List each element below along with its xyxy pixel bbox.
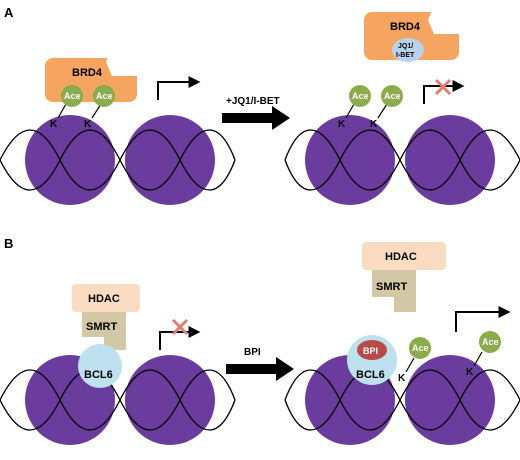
ace-label: Ace xyxy=(96,91,113,101)
lysine-label: K xyxy=(84,119,92,130)
treatment-label: BPI xyxy=(244,347,261,358)
blocked-cross-icon xyxy=(434,78,452,96)
ace-label: Ace xyxy=(64,91,81,101)
jq1-ibet-inhibitor xyxy=(392,38,424,62)
dna-strand xyxy=(0,369,236,431)
bcl6-label: BCL6 xyxy=(356,369,385,381)
ace-mark xyxy=(61,85,83,107)
nucleosome xyxy=(125,115,215,205)
lysine-label: K xyxy=(338,119,346,130)
nucleosome xyxy=(405,115,495,205)
smrt-block xyxy=(372,270,416,312)
bcl6-protein xyxy=(78,344,122,388)
nucleosome xyxy=(305,115,395,205)
transcription-arrow xyxy=(159,326,201,350)
lysine-link xyxy=(473,351,483,367)
blocked-cross-icon xyxy=(171,318,189,336)
ace-label: Ace xyxy=(352,91,369,101)
bpi-label: BPI xyxy=(363,346,378,356)
lysine-link xyxy=(91,103,102,119)
treatment-label: +JQ1/I-BET xyxy=(226,96,280,107)
panel-b-right: HDAC SMRT BPI BCL6 Ace Ace K K xyxy=(284,242,520,445)
hdac-box xyxy=(72,284,140,312)
lysine-link xyxy=(405,357,415,373)
panel-a-left: BRD4 P-TEFb Ace Ace K K xyxy=(0,48,236,205)
bcl6-label: BCL6 xyxy=(84,369,113,381)
lysine-link xyxy=(345,103,355,119)
brd4-label: BRD4 xyxy=(390,21,421,33)
smrt-label: SMRT xyxy=(376,281,407,293)
panel-b-left: HDAC SMRT BCL6 xyxy=(0,284,236,445)
ace-mark xyxy=(479,331,501,353)
panel-b-label: B xyxy=(4,236,13,251)
lysine-link xyxy=(377,103,388,119)
panel-a-label: A xyxy=(4,5,14,20)
treatment-arrow xyxy=(226,357,294,381)
ace-mark xyxy=(93,85,115,107)
lysine-label: K xyxy=(398,373,406,384)
smrt-label: SMRT xyxy=(86,321,117,333)
nucleosome xyxy=(125,355,215,445)
transcription-arrow xyxy=(157,76,201,100)
lysine-label: K xyxy=(466,367,474,378)
nucleosome xyxy=(25,115,115,205)
ace-label: Ace xyxy=(412,343,429,353)
bpi-inhibitor xyxy=(357,340,387,360)
ace-mark xyxy=(349,85,371,107)
ace-mark xyxy=(381,85,403,107)
inhibitor-label-line2: I-BET xyxy=(396,52,415,59)
panel-a-right: BRD4 P-TEFb JQ1/ I-BET Ace Ace K K xyxy=(284,6,520,205)
lysine-label: K xyxy=(370,119,378,130)
smrt-block xyxy=(82,312,126,350)
ace-mark xyxy=(409,337,431,359)
dna-strand xyxy=(284,129,520,191)
dna-strand xyxy=(0,129,236,191)
hdac-label: HDAC xyxy=(385,251,417,263)
nucleosome xyxy=(405,355,495,445)
hdac-box xyxy=(362,242,446,270)
transcription-arrow xyxy=(423,80,465,104)
ace-label: Ace xyxy=(482,337,499,347)
lysine-link xyxy=(57,103,67,119)
ptefb-hexagon xyxy=(106,48,172,76)
transcription-arrow xyxy=(455,306,511,332)
lysine-label: K xyxy=(50,119,58,130)
ptefb-hexagon xyxy=(428,6,496,34)
ace-label: Ace xyxy=(384,91,401,101)
dna-strand xyxy=(284,369,520,431)
inhibitor-label-line1: JQ1/ xyxy=(398,43,413,50)
ptefb-label: P-TEFb xyxy=(440,15,479,27)
treatment-arrow xyxy=(222,106,290,130)
ptefb-label: P-TEFb xyxy=(117,58,156,70)
brd4-label: BRD4 xyxy=(72,67,103,79)
hdac-label: HDAC xyxy=(88,293,120,305)
